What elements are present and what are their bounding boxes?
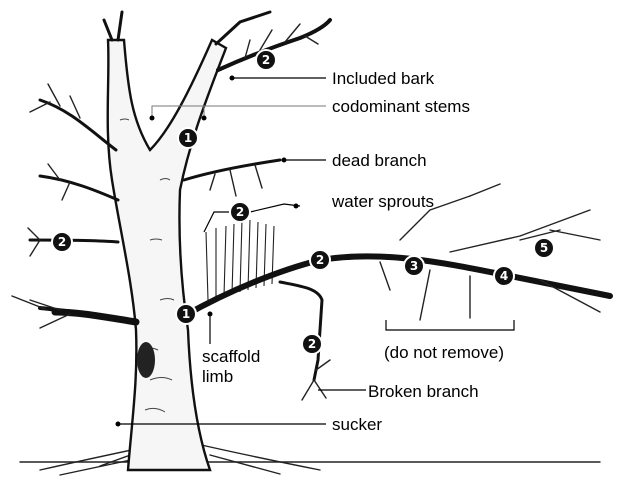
- label-codominant-stems: codominant stems: [332, 97, 470, 116]
- label-included-bark: Included bark: [332, 69, 435, 88]
- badge-top-included: 2: [256, 50, 276, 70]
- badge-codominant: 1: [178, 128, 198, 148]
- ground: [20, 440, 600, 475]
- codominant-stem-tops: [104, 12, 270, 44]
- label-water-sprouts: water sprouts: [331, 192, 434, 211]
- badge-left-branch: 2: [52, 232, 72, 252]
- dead-branch: [184, 160, 280, 196]
- labels: Included bark codominant stems dead bran…: [202, 69, 504, 434]
- svg-text:2: 2: [262, 53, 270, 67]
- badge-limb-5: 5: [534, 238, 554, 258]
- tree-trunk: [108, 40, 226, 470]
- svg-text:2: 2: [316, 253, 324, 267]
- svg-text:2: 2: [58, 235, 66, 249]
- badge-scaffold: 1: [176, 304, 196, 324]
- label-limb: limb: [202, 367, 233, 386]
- label-broken-branch: Broken branch: [368, 382, 479, 401]
- badge-limb-3: 3: [404, 256, 424, 276]
- svg-text:4: 4: [500, 269, 508, 283]
- label-dead-branch: dead branch: [332, 151, 427, 170]
- svg-text:1: 1: [182, 307, 190, 321]
- badge-water-sprouts: 2: [230, 202, 250, 222]
- svg-text:1: 1: [184, 131, 192, 145]
- svg-text:5: 5: [540, 241, 548, 255]
- svg-text:2: 2: [308, 337, 316, 351]
- svg-text:2: 2: [236, 205, 244, 219]
- trunk-wound: [137, 342, 155, 378]
- badge-limb-4: 4: [494, 266, 514, 286]
- label-do-not-remove: (do not remove): [384, 343, 504, 362]
- badge-broken: 2: [302, 334, 322, 354]
- label-scaffold: scaffold: [202, 347, 260, 366]
- badge-limb-2: 2: [310, 250, 330, 270]
- label-sucker: sucker: [332, 415, 382, 434]
- svg-text:3: 3: [410, 259, 418, 273]
